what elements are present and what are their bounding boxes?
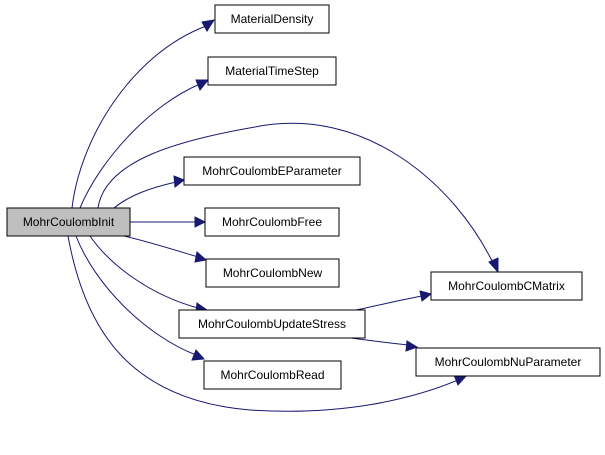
node-label-c-matrix: MohrCoulombCMatrix	[448, 279, 565, 293]
edge-root-to-nu-parameter	[67, 235, 459, 412]
node-box-nu-parameter	[415, 347, 601, 377]
node-read[interactable]: MohrCoulombRead	[203, 360, 342, 390]
arrowhead-c-matrix	[488, 257, 499, 274]
node-nu-parameter[interactable]: MohrCoulombNuParameter	[415, 347, 601, 377]
node-box-update-stress	[178, 309, 366, 339]
node-label-new: MohrCoulombNew	[223, 266, 323, 280]
node-box-c-matrix	[430, 271, 583, 301]
node-new[interactable]: MohrCoulombNew	[205, 258, 340, 288]
edge-root-to-c-matrix	[97, 122, 494, 264]
node-label-read: MohrCoulombRead	[220, 368, 324, 382]
node-c-matrix[interactable]: MohrCoulombCMatrix	[430, 271, 583, 301]
arrowhead-new	[194, 251, 208, 263]
node-label-material-time-step: MaterialTimeStep	[225, 64, 319, 78]
edge-root-to-e-parameter	[113, 181, 177, 209]
arrowhead-update-stress-c-matrix	[419, 290, 433, 302]
node-box-new	[205, 258, 340, 288]
node-label-update-stress: MohrCoulombUpdateStress	[198, 317, 346, 331]
node-box-root	[6, 207, 131, 237]
node-mohr-coulomb-init[interactable]: MohrCoulombInit	[6, 207, 131, 237]
call-nodes: MohrCoulombInit MaterialDensity Material…	[6, 4, 601, 390]
call-edges	[67, 19, 499, 412]
node-box-material-density	[214, 4, 330, 34]
arrowhead-update-stress-nu-parameter	[405, 340, 419, 352]
edge-update-stress-to-c-matrix	[355, 295, 423, 311]
edge-root-to-new	[123, 235, 199, 258]
node-box-read	[203, 360, 342, 390]
node-material-time-step[interactable]: MaterialTimeStep	[207, 56, 337, 86]
arrowhead-material-density	[201, 19, 216, 32]
edge-root-to-update-stress	[89, 235, 199, 309]
node-free[interactable]: MohrCoulombFree	[204, 207, 340, 237]
arrowhead-material-time-step	[195, 79, 210, 91]
arrowhead-e-parameter	[173, 175, 185, 188]
node-label-root: MohrCoulombInit	[23, 215, 115, 229]
arrowhead-free	[194, 216, 207, 228]
edge-root-to-material-time-step	[79, 83, 201, 209]
node-update-stress[interactable]: MohrCoulombUpdateStress	[178, 309, 366, 339]
node-box-material-time-step	[207, 56, 337, 86]
node-label-free: MohrCoulombFree	[222, 215, 322, 229]
node-label-material-density: MaterialDensity	[231, 12, 314, 26]
node-material-density[interactable]: MaterialDensity	[214, 4, 330, 34]
node-e-parameter[interactable]: MohrCoulombEParameter	[183, 156, 361, 186]
node-label-e-parameter: MohrCoulombEParameter	[202, 164, 341, 178]
arrowhead-read	[191, 349, 206, 361]
edge-root-to-material-density	[71, 25, 207, 209]
node-box-e-parameter	[183, 156, 361, 186]
node-label-nu-parameter: MohrCoulombNuParameter	[435, 355, 582, 369]
edge-root-to-read	[75, 235, 197, 356]
node-box-free	[204, 207, 340, 237]
